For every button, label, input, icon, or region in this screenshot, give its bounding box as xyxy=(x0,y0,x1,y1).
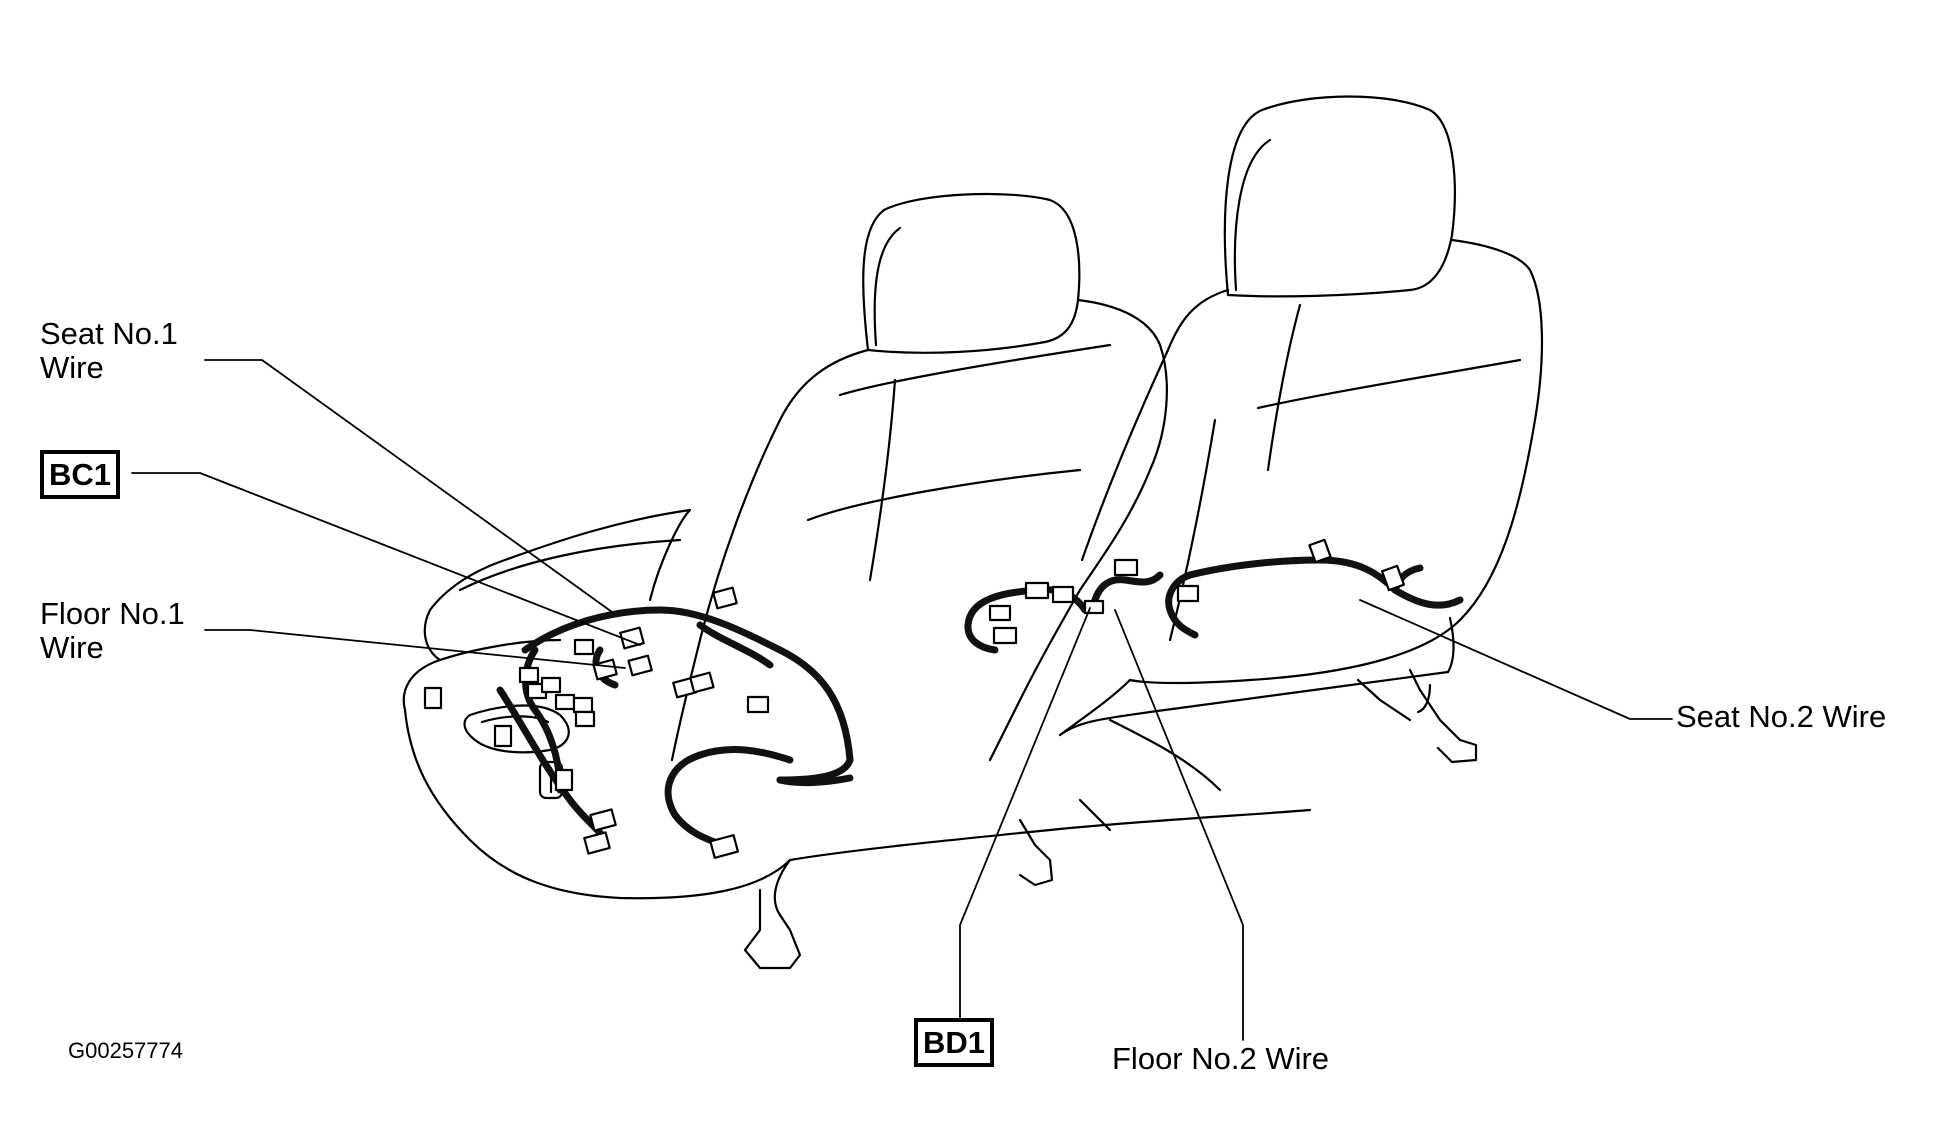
left-seat-drawing xyxy=(402,192,1312,970)
floor-no1-wire-label: Floor No.1 Wire xyxy=(40,597,185,665)
floor-no2-wire-label: Floor No.2 Wire xyxy=(1112,1041,1330,1076)
floor-no1-wire-label-line2: Wire xyxy=(40,630,104,665)
connectors xyxy=(423,538,1406,859)
right-seat-drawing xyxy=(1058,95,1544,764)
seat-no1-wire-label-line2: Wire xyxy=(40,350,104,385)
seat-no1-wire-label: Seat No.1 Wire xyxy=(40,317,178,385)
floor-no1-wire-label-line1: Floor No.1 xyxy=(40,596,185,631)
seat-no2-wire-label: Seat No.2 Wire xyxy=(1676,699,1887,734)
seat-no1-wire-label-line1: Seat No.1 xyxy=(40,316,178,351)
figure-id: G00257774 xyxy=(68,1038,183,1063)
leader-lines xyxy=(131,359,1673,1041)
bd1-connector-label: BD1 xyxy=(914,1018,995,1067)
bc1-connector-label: BC1 xyxy=(40,450,121,499)
wire-harness xyxy=(496,556,1464,852)
